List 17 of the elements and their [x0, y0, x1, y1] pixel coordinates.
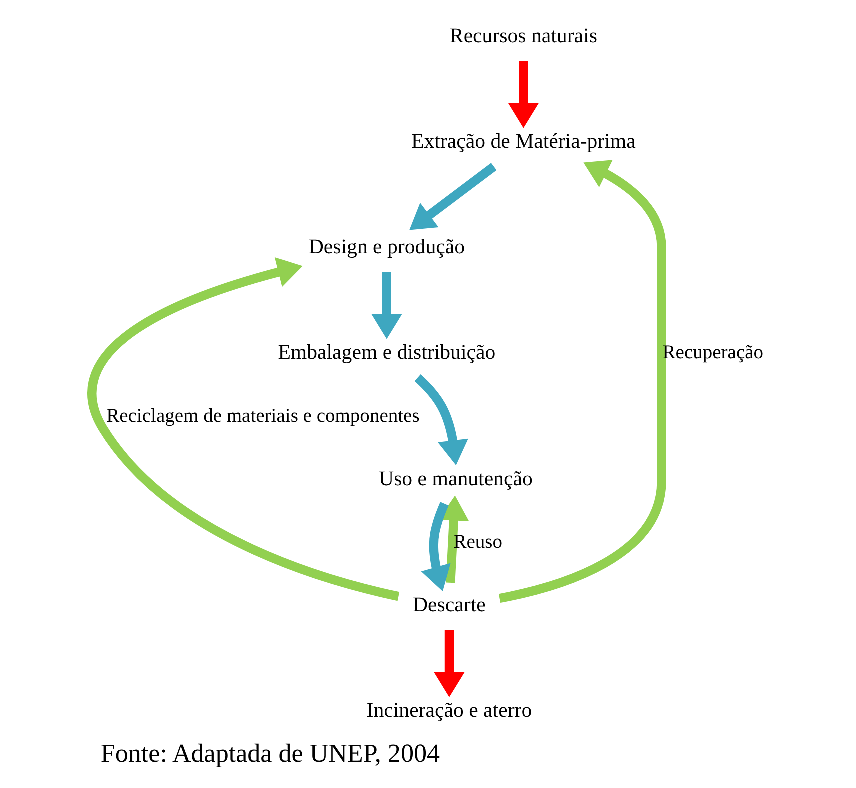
node-text: Design e produção [308, 234, 466, 258]
arrow [508, 60, 540, 128]
arrow [498, 160, 666, 603]
node-text: Recursos naturais [450, 23, 598, 48]
arrow [372, 272, 402, 339]
edge-label: Reciclagem de materiais e componentes [106, 405, 420, 426]
arrow [414, 374, 468, 466]
arrow [434, 630, 465, 697]
node-text: Embalagem e distribuição [278, 340, 496, 364]
arrow [88, 256, 400, 601]
caption: Fonte: Adaptada de UNEP, 2004 [100, 738, 440, 768]
node-text: Uso e manutenção [379, 466, 533, 490]
node-text: Incineração e aterro [366, 698, 532, 722]
node-text: Extração de Matéria-prima [411, 128, 636, 153]
node-text: Descarte [413, 592, 486, 616]
arrow [421, 502, 451, 592]
arrow [410, 162, 497, 230]
